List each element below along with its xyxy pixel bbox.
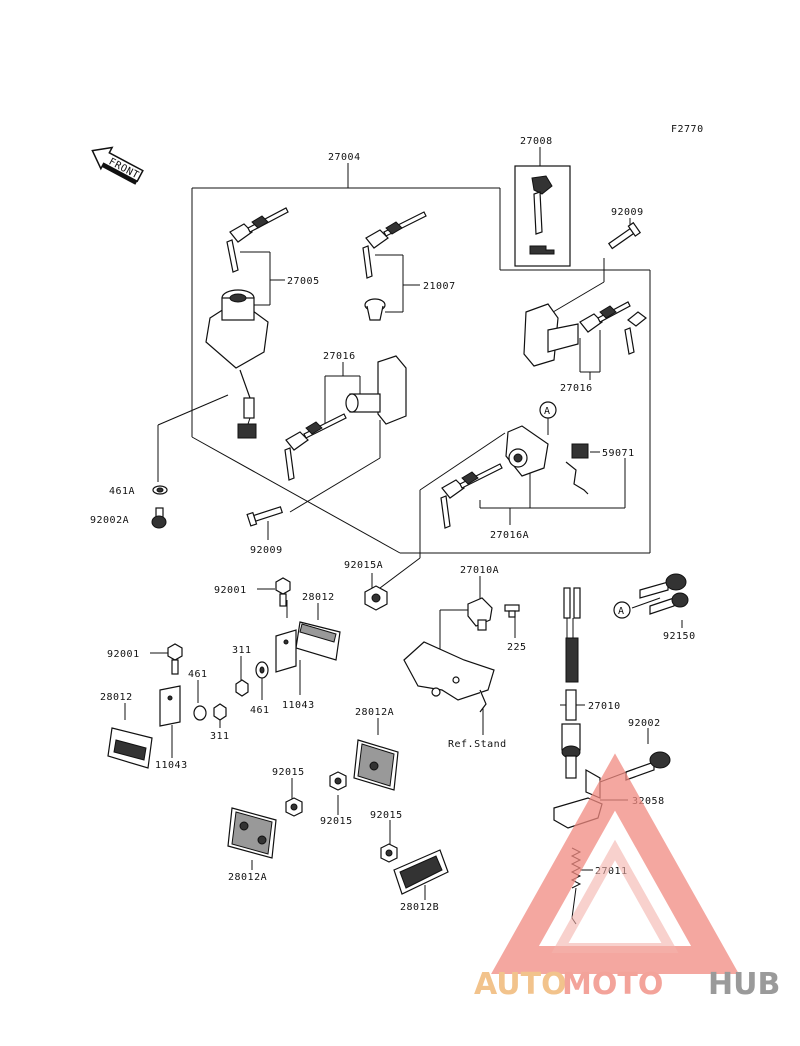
label-32058: 32058 [632, 796, 665, 807]
label-27016-left: 27016 [323, 351, 356, 362]
label-27005: 27005 [287, 276, 320, 287]
svg-text:A: A [544, 406, 551, 417]
label-27011: 27011 [595, 866, 628, 877]
label-28012b: 28012B [400, 902, 439, 913]
ignition-switch [205, 289, 269, 439]
label-59071: 59071 [602, 448, 635, 459]
screw-92009-bottom [246, 506, 283, 527]
bolt-92002A [151, 507, 167, 529]
label-11043-left: 11043 [155, 760, 188, 771]
label-27016-right: 27016 [560, 383, 593, 394]
label-92015a: 92015A [344, 560, 383, 571]
label-225: 225 [507, 642, 527, 653]
label-21007: 21007 [423, 281, 456, 292]
ref-a-marker-top: A [539, 401, 557, 419]
reflector-28012-top [275, 621, 341, 673]
stand-bracket [403, 641, 495, 713]
leader-lines [124, 147, 683, 900]
label-27004: 27004 [328, 152, 361, 163]
lock-27016-left [284, 355, 407, 481]
label-92150: 92150 [663, 631, 696, 642]
nut-92015-left [285, 797, 303, 817]
label-27016a: 27016A [490, 530, 529, 541]
lock-27016A [440, 425, 549, 529]
watermark-logo: AUTO MOTO HUB [474, 753, 780, 1002]
label-311-top: 311 [232, 645, 252, 656]
label-461a: 461A [109, 486, 135, 497]
washer-461A [152, 485, 168, 495]
label-28012a-mid: 28012A [355, 707, 394, 718]
screw-92009-top [607, 221, 642, 250]
label-92002: 92002 [628, 718, 661, 729]
nut-washer-mid [235, 661, 269, 697]
label-27010: 27010 [588, 701, 621, 712]
label-27008: 27008 [520, 136, 553, 147]
label-28012-left: 28012 [100, 692, 133, 703]
bolts-92150 [639, 573, 689, 615]
lock-27016-right [523, 301, 647, 367]
reflector-28012A-bottom [227, 807, 277, 859]
label-92015-right: 92015 [370, 810, 403, 821]
label-92002a: 92002A [90, 515, 129, 526]
nut-washer-left [193, 703, 227, 721]
bracket-27010A [467, 597, 493, 631]
label-28012-top: 28012 [302, 592, 335, 603]
bolt-92002 [625, 751, 671, 781]
part-labels: 27004 27008 92009 27005 21007 27016 2701… [90, 136, 696, 913]
label-92015-mid: 92015 [320, 816, 353, 827]
label-92001-left: 92001 [107, 649, 140, 660]
reflector-28012-left [107, 685, 181, 769]
front-arrow-icon: FRONT [91, 146, 144, 185]
nut-92015-right [380, 843, 398, 863]
bolt-92001-left [167, 643, 183, 675]
keys-21007 [362, 211, 427, 321]
label-92009-top: 92009 [611, 207, 644, 218]
watermark-text-hub: HUB [708, 967, 780, 1002]
svg-text:A: A [618, 606, 625, 617]
label-11043-mid: 11043 [282, 700, 315, 711]
nut-92015A [364, 585, 388, 611]
label-461-mid: 461 [250, 705, 270, 716]
screw-225 [504, 604, 520, 618]
watermark-text-auto: AUTO [474, 967, 567, 1002]
label-92009-bottom: 92009 [250, 545, 283, 556]
key-card-27008 [514, 165, 571, 267]
label-ref-stand: Ref.Stand [448, 739, 507, 750]
reflector-28012B [393, 849, 449, 895]
watermark-text-moto: MOTO [562, 967, 663, 1002]
label-461-left: 461 [188, 669, 208, 680]
label-311-left: 311 [210, 731, 230, 742]
label-28012a-bottom: 28012A [228, 872, 267, 883]
label-27010a: 27010A [460, 565, 499, 576]
ref-a-marker-bottom: A [613, 601, 631, 619]
figure-code: F2770 [671, 124, 704, 135]
label-92001-top: 92001 [214, 585, 247, 596]
bolt-92001-top [275, 577, 291, 607]
switch-27010 [561, 587, 581, 779]
label-92015-left: 92015 [272, 767, 305, 778]
keys-27005 [226, 207, 289, 273]
reflector-28012A-mid [353, 739, 399, 791]
switch-59071 [565, 443, 589, 495]
nut-92015-mid [329, 771, 347, 791]
